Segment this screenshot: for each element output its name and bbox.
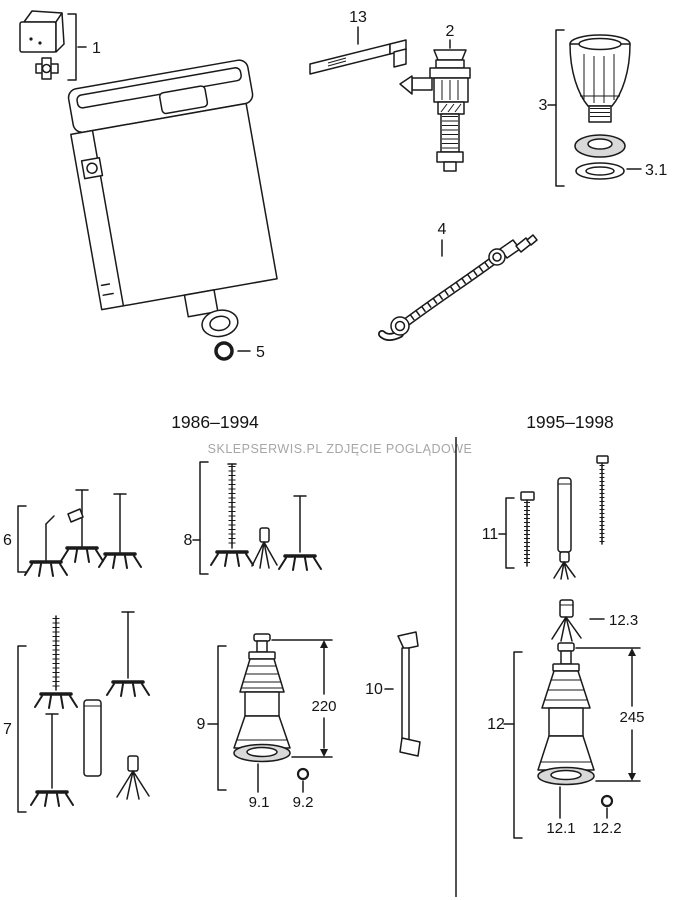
part-11-group: 11: [482, 455, 609, 580]
claw-foot: [116, 770, 150, 800]
part-7-group: 7: [3, 611, 151, 813]
part-5-group: 5: [214, 341, 265, 361]
washer-12-2: [600, 794, 614, 808]
part-7-label: 7: [3, 721, 12, 738]
claw-coupling: [551, 616, 582, 642]
rail-bar: [309, 43, 391, 75]
part-9-2-label: 9.2: [293, 794, 314, 811]
bracket-part-11: [505, 497, 515, 569]
part-12-2-label: 12.2: [592, 820, 621, 837]
fork-claw: [251, 541, 278, 569]
part-10-label: 10: [365, 681, 383, 698]
part-9-label: 9: [197, 716, 206, 733]
part-13-label: 13: [349, 9, 367, 26]
part-8-group: 8: [184, 461, 323, 575]
part-9-1-label: 9.1: [249, 794, 270, 811]
part-11-label: 11: [482, 526, 499, 543]
part-2-label: 2: [446, 23, 455, 40]
bracket-part-7: [17, 645, 27, 813]
dimension-220: 220: [311, 698, 336, 715]
strap-top-hook: [397, 631, 419, 650]
valve-shank: [440, 113, 460, 153]
o-ring: [214, 341, 234, 361]
part-13-group: 13: [309, 9, 407, 75]
cistern-tank: [67, 59, 278, 338]
part-12-group: 12 245 12.1 12.2: [487, 642, 645, 839]
part-1-group: 1: [19, 10, 101, 81]
part-6-label: 6: [3, 532, 12, 549]
part-12-3-group: 12.3: [551, 599, 638, 642]
part-5-label: 5: [256, 344, 265, 361]
part-3-label: 3: [539, 97, 548, 114]
strap-bottom-hook: [399, 737, 421, 757]
bracket-part-1: [67, 13, 77, 81]
bracket-part-6: [17, 505, 27, 573]
bracket-part-3: [555, 29, 565, 187]
part-9-group: 9 220 9.1 9.2: [197, 633, 337, 811]
inlet-stub: [411, 77, 433, 91]
part-3-group: 3 3.1: [539, 29, 667, 187]
part-4-group: 4: [378, 221, 538, 341]
part-12-3-label: 12.3: [609, 612, 638, 629]
bracket-part-8: [199, 461, 209, 575]
part-8-label: 8: [184, 532, 193, 549]
spindle-rod: [557, 477, 572, 553]
part-10-group: 10: [365, 631, 421, 757]
bracket-part-9: [217, 645, 227, 791]
overflow-tube: [83, 699, 102, 777]
valve-basket: [569, 43, 631, 107]
valve-cone: [239, 658, 285, 693]
part-12-label: 12: [487, 716, 505, 733]
watermark-text: SKLEPSERWIS.PL ZDJĘCIE POGLĄDOWE: [208, 442, 473, 456]
part-3-1-label: 3.1: [645, 162, 667, 179]
era-heading-right: 1995–1998: [526, 412, 614, 432]
part-2-group: 2: [399, 23, 471, 172]
part-6-group: 6: [3, 489, 143, 578]
part-4-label: 4: [438, 221, 447, 238]
dimension-245: 245: [619, 709, 644, 726]
part-1-label: 1: [92, 40, 101, 57]
washer-9-2: [296, 767, 310, 781]
outlet-elbow: [183, 289, 219, 318]
part-12-1-label: 12.1: [546, 820, 575, 837]
era-heading-left: 1986–1994: [171, 412, 259, 432]
bracket-part-12: [513, 651, 523, 839]
